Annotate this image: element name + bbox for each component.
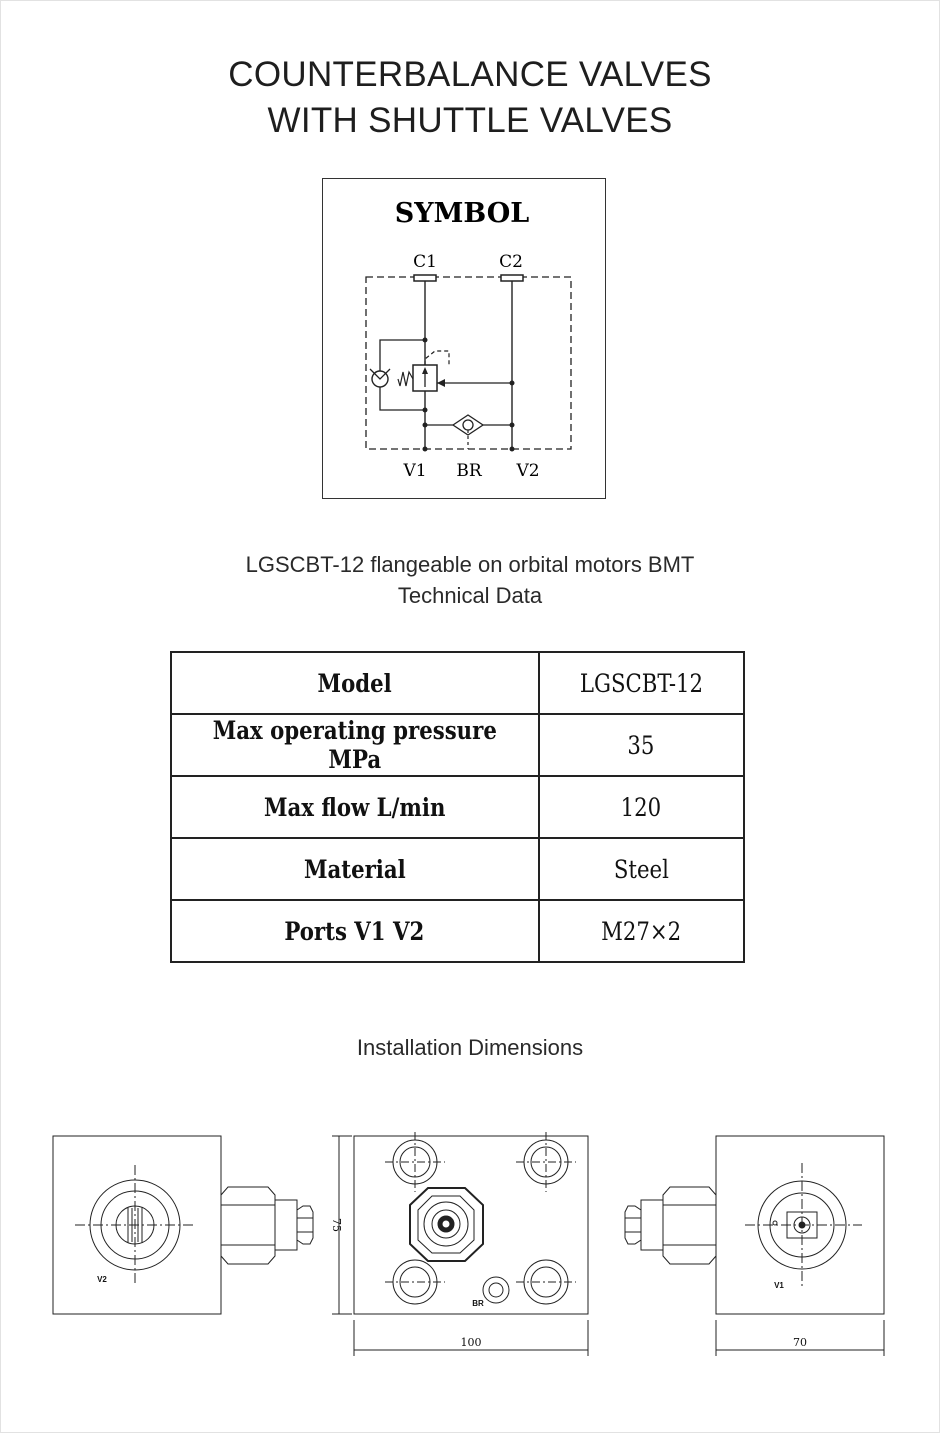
spec-value: 120: [537, 775, 746, 839]
spec-key: Material: [170, 837, 540, 901]
page-title: COUNTERBALANCE VALVES WITH SHUTTLE VALVE…: [0, 52, 940, 144]
spec-value: M27×2: [537, 899, 746, 963]
port-label-br: BR: [456, 461, 482, 481]
dimension-width-right: 70: [793, 1336, 807, 1349]
right-view-port-label: V1: [774, 1281, 784, 1290]
port-label-c1: C1: [413, 252, 437, 272]
table-row: Model LGSCBT-12: [170, 651, 746, 715]
installation-heading: Installation Dimensions: [356, 1035, 584, 1060]
product-description: LGSCBT-12 flangeable on orbital motors B…: [245, 552, 695, 577]
center-view: [332, 1132, 589, 1356]
port-c1-marker: [413, 274, 437, 282]
dimension-width-center: 100: [461, 1336, 482, 1349]
installation-drawing: V2 BR V1 100 70 75: [0, 1100, 940, 1400]
table-row: Material Steel: [170, 837, 746, 901]
title-line-1: COUNTERBALANCE VALVES: [228, 55, 712, 94]
spec-value: LGSCBT-12: [537, 651, 746, 715]
symbol-heading: SYMBOL: [395, 198, 530, 229]
spec-key: Max operating pressure MPa: [170, 713, 540, 777]
table-row: Max flow L/min 120: [170, 775, 746, 839]
port-label-v1: V1: [402, 461, 426, 481]
title-line-2: WITH SHUTTLE VALVES: [267, 101, 673, 140]
spec-key: Ports V1 V2: [170, 899, 540, 963]
installation-dimensions-svg: V2 BR V1 100 70 75: [52, 1132, 885, 1356]
spec-key: Model: [170, 651, 540, 715]
spring-icon: [397, 370, 414, 387]
right-view: [624, 1135, 885, 1356]
dimension-height-center: 75: [330, 1218, 343, 1232]
spec-value: 35: [537, 713, 746, 777]
center-view-port-label: BR: [472, 1299, 484, 1308]
port-label-c2: C2: [499, 252, 523, 272]
table-row: Ports V1 V2 M27×2: [170, 899, 746, 963]
port-c2-marker: [500, 274, 524, 282]
left-view: [52, 1135, 314, 1315]
left-view-port-label: V2: [97, 1275, 107, 1284]
spec-key: Max flow L/min: [170, 775, 540, 839]
hydraulic-symbol-drawing: SYMBOL C1 C2: [365, 198, 572, 481]
technical-data-heading: Technical Data: [397, 583, 543, 608]
port-label-v2: V2: [515, 461, 539, 481]
table-row: Max operating pressure MPa 35: [170, 713, 746, 777]
symbol-diagram: SYMBOL C1 C2: [322, 178, 606, 499]
spec-value: Steel: [537, 837, 746, 901]
technical-data-table: Model LGSCBT-12 Max operating pressure M…: [170, 651, 746, 963]
